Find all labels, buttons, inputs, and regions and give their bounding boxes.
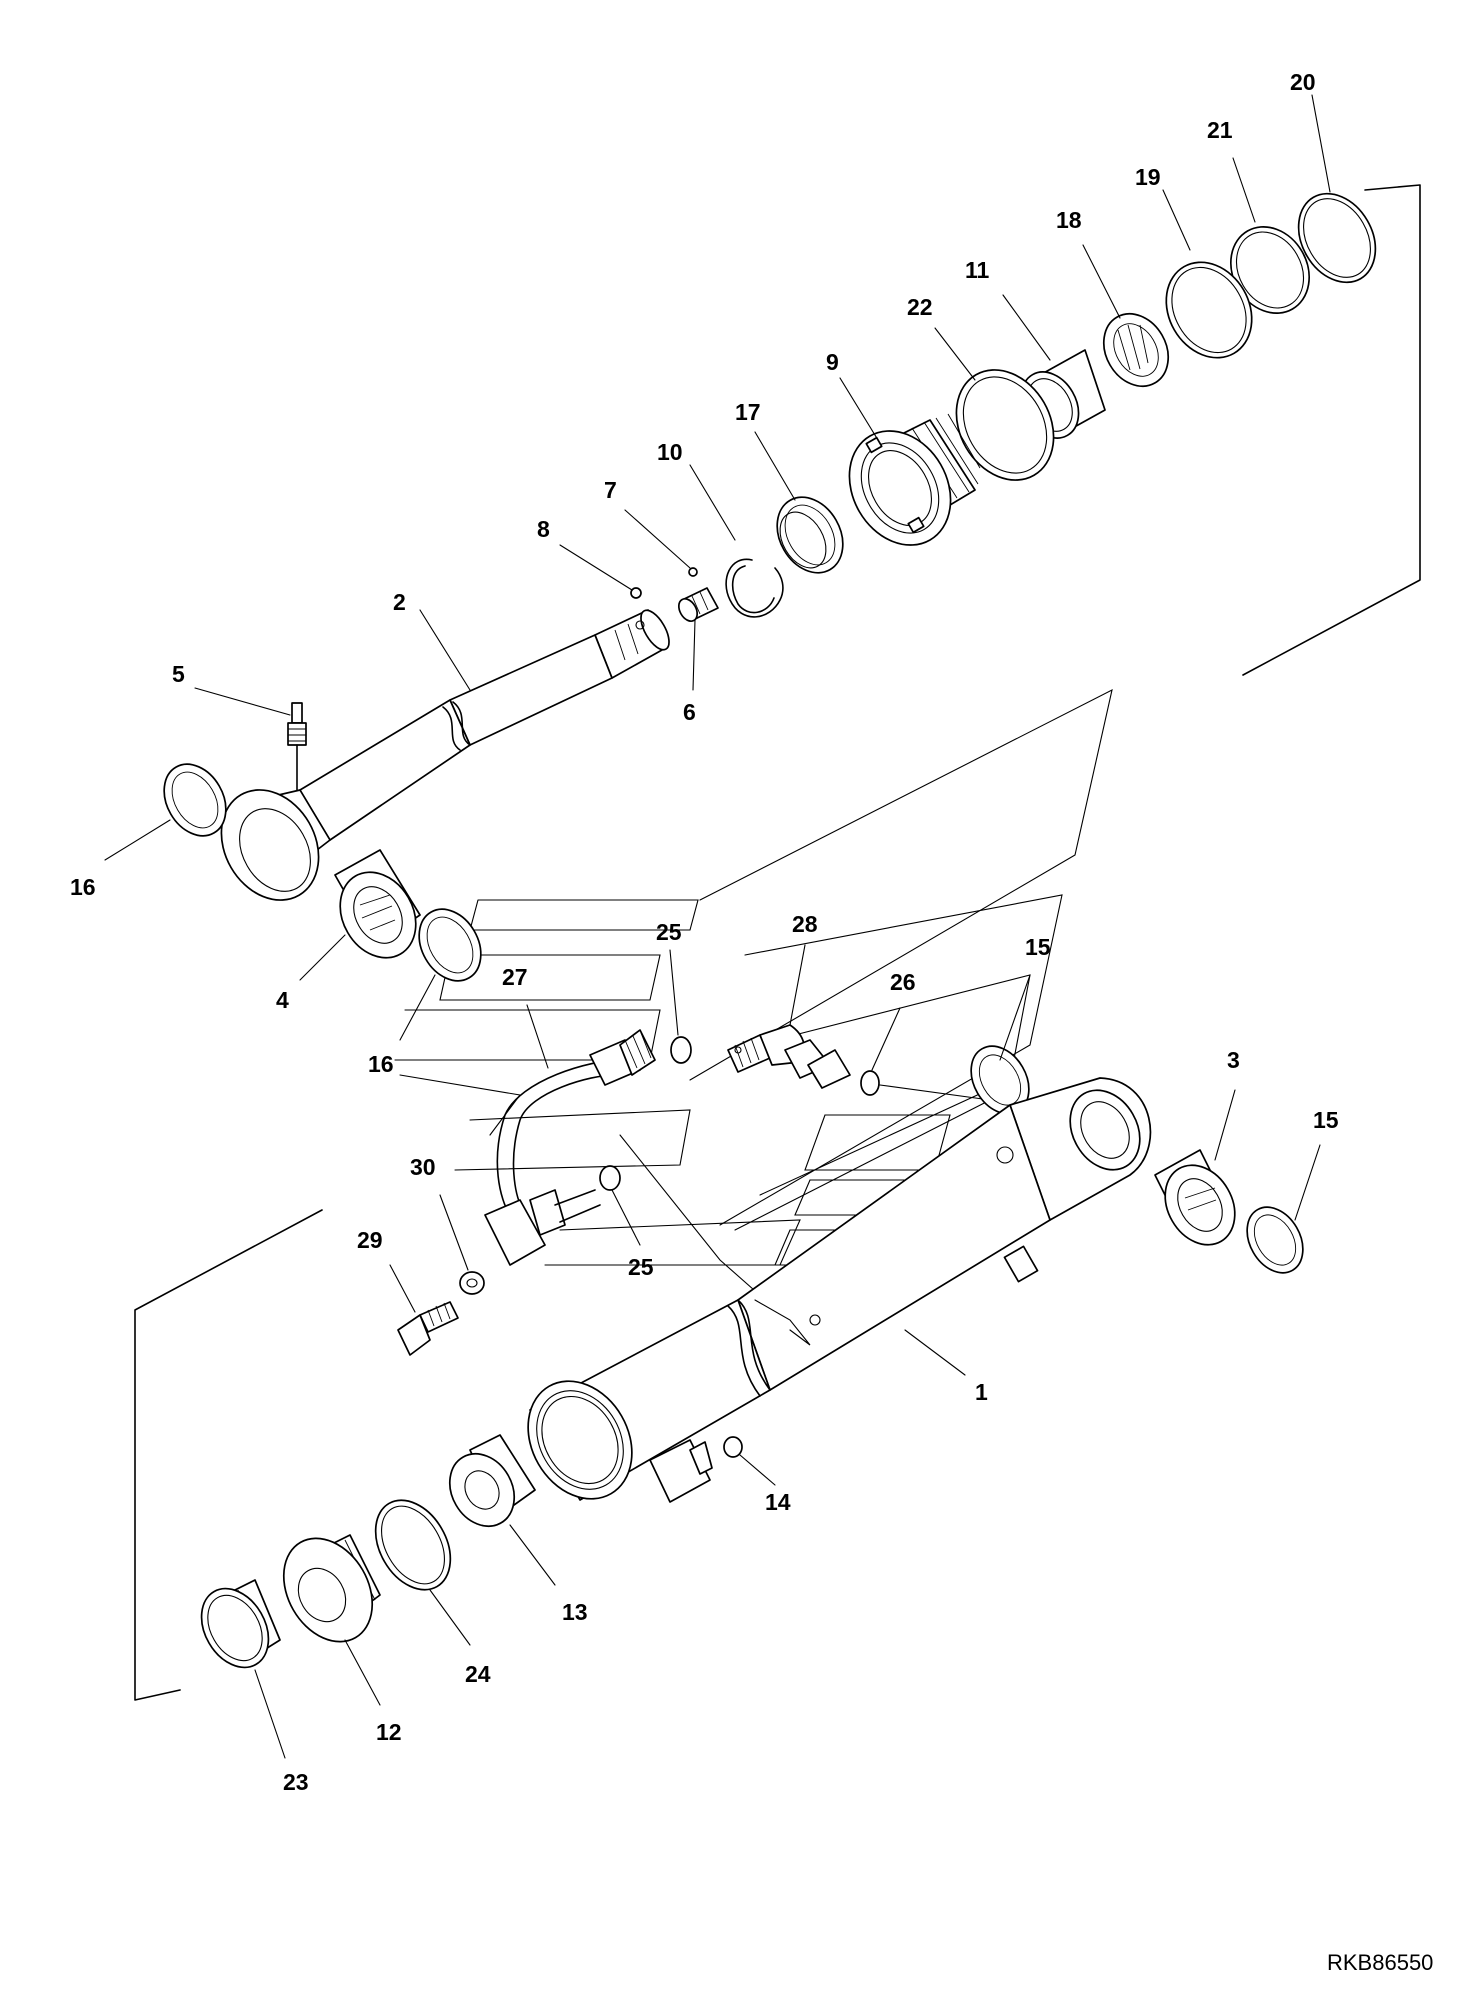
part-13-nut <box>448 1434 536 1528</box>
part-14-o-ring <box>723 1436 743 1458</box>
part-19-ring <box>1165 261 1253 359</box>
callout-8: 8 <box>537 516 550 542</box>
part-24-ring <box>374 1499 452 1591</box>
part-3-bearing <box>1154 1149 1236 1246</box>
callout-25-lower: 25 <box>628 1254 654 1280</box>
part-23-ring <box>200 1579 281 1669</box>
part-18-wear-ring <box>1102 312 1170 388</box>
part-15-bushing-lower <box>1246 1206 1304 1274</box>
callout-18: 18 <box>1056 207 1082 233</box>
part-4-bearing <box>334 849 421 959</box>
callout-29: 29 <box>357 1227 383 1253</box>
part-10-snap-ring <box>725 558 784 618</box>
callout-10: 10 <box>657 439 683 465</box>
callout-24: 24 <box>465 1661 491 1687</box>
callout-4: 4 <box>276 987 289 1013</box>
part-22-ring <box>955 369 1055 481</box>
callout-28: 28 <box>792 911 818 937</box>
part-28-elbow-fitting <box>727 1024 851 1089</box>
callout-15-upper: 15 <box>1025 934 1051 960</box>
callout-20: 20 <box>1290 69 1316 95</box>
callout-22: 22 <box>907 294 933 320</box>
callout-30: 30 <box>410 1154 436 1180</box>
part-5-grease-fitting <box>287 702 307 791</box>
part-25-o-ring-lower <box>599 1165 621 1191</box>
callout-14: 14 <box>765 1489 791 1515</box>
callout-3: 3 <box>1227 1047 1240 1073</box>
callout-9: 9 <box>826 349 839 375</box>
callout-6: 6 <box>683 699 696 725</box>
rod-eye <box>220 789 331 901</box>
callout-19: 19 <box>1135 164 1161 190</box>
callout-16-upper: 16 <box>70 874 96 900</box>
part-20-ring <box>1297 192 1377 284</box>
callout-labels: 20 21 19 18 11 22 9 17 10 7 8 2 6 5 16 4… <box>70 69 1339 1795</box>
part-21-ring <box>1229 226 1311 314</box>
part-2-piston-rod <box>299 609 670 841</box>
part-8-ball <box>630 587 642 599</box>
part-30-washer <box>459 1271 485 1295</box>
part-1-cylinder-tube <box>527 1077 1152 1503</box>
callout-13: 13 <box>562 1599 588 1625</box>
part-16-bushing-middle <box>418 908 482 982</box>
leader-lines <box>104 94 1331 1759</box>
part-25-o-ring-upper <box>670 1036 692 1064</box>
drawing-number: RKB86550 <box>1327 1950 1433 1975</box>
callout-1: 1 <box>975 1379 988 1405</box>
part-7-ball <box>688 567 698 577</box>
callout-23: 23 <box>283 1769 309 1795</box>
callout-25-upper: 25 <box>656 919 682 945</box>
callout-11: 11 <box>965 257 990 283</box>
part-27-hose <box>484 1029 656 1266</box>
part-15-bushing-upper <box>970 1045 1030 1115</box>
part-6-pin <box>677 587 719 622</box>
part-12-piston <box>282 1534 381 1643</box>
callout-2: 2 <box>393 589 406 615</box>
callout-26: 26 <box>890 969 916 995</box>
part-16-bushing-upper <box>163 763 227 837</box>
callout-5: 5 <box>172 661 185 687</box>
callout-21: 21 <box>1207 117 1233 143</box>
part-9-cylinder-head <box>848 413 981 546</box>
part-17-bushing <box>776 496 844 574</box>
callout-7: 7 <box>604 477 617 503</box>
callout-16-lower: 16 <box>368 1051 394 1077</box>
callout-12: 12 <box>376 1719 402 1745</box>
part-26-o-ring <box>860 1070 880 1096</box>
part-29-bolt <box>397 1301 459 1356</box>
group-bracket-lines <box>134 184 1421 1701</box>
callout-15-lower: 15 <box>1313 1107 1339 1133</box>
callout-27: 27 <box>502 964 528 990</box>
callout-17: 17 <box>735 399 761 425</box>
